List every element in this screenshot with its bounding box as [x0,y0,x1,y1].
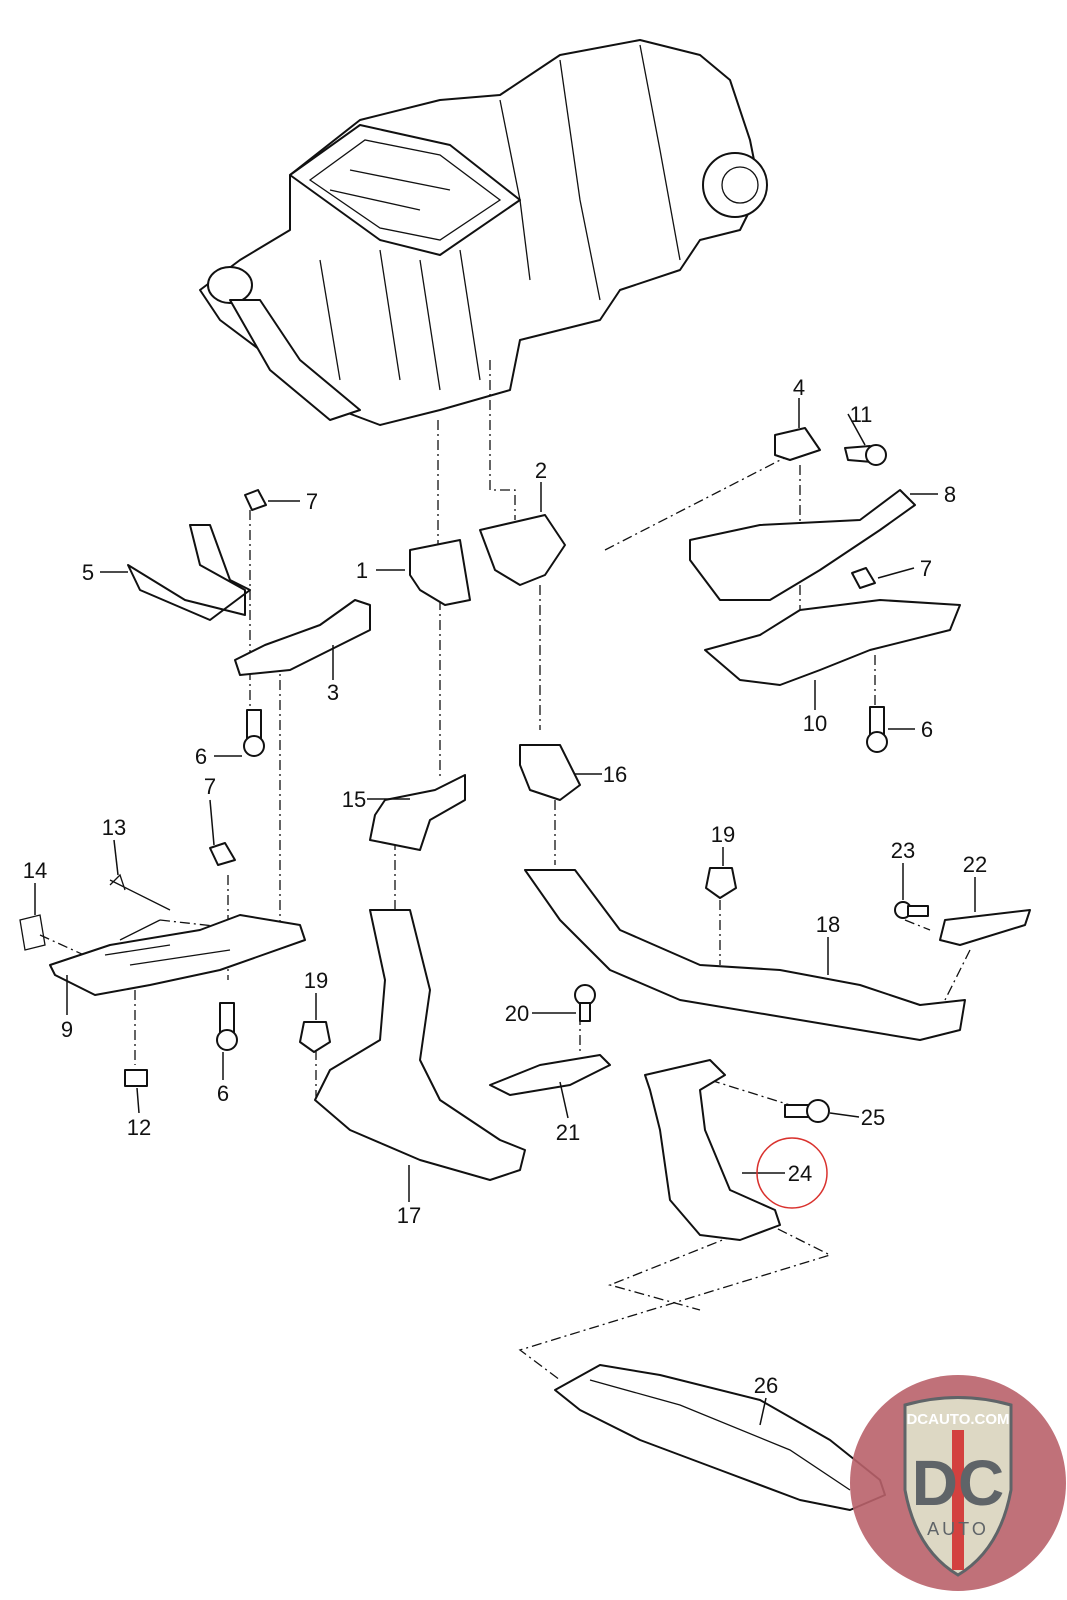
callout-14: 14 [23,858,47,883]
part-4-bracket [774,427,821,461]
callout-13: 13 [102,815,126,840]
svg-text:AUTO: AUTO [927,1519,989,1539]
highlight-circle [756,1137,828,1209]
callout-8: 8 [944,482,956,507]
callout-leaders [34,398,976,1426]
part-3-duct [234,599,371,676]
part-17-duct [314,909,526,1181]
part-10-duct [704,599,961,686]
callout-23: 23 [891,838,915,863]
callout-19: 19 [304,968,328,993]
callout-labels: 1 2 3 4 5 6 6 6 7 7 7 8 9 10 11 12 13 14… [23,375,987,1398]
callout-25: 25 [861,1105,885,1130]
callout-16: 16 [603,762,627,787]
callout-10: 10 [803,711,827,736]
callout-6: 6 [195,744,207,769]
callout-6: 6 [217,1081,229,1106]
dcauto-logo: DCAUTO.COM DC AUTO [850,1375,1066,1591]
part-15-duct [369,774,466,851]
part-26-duct [554,1364,886,1511]
callout-7: 7 [204,774,216,799]
callout-21: 21 [556,1120,580,1145]
fasteners [19,444,929,1123]
callout-1: 1 [356,558,368,583]
callout-11: 11 [850,402,873,427]
callout-19: 19 [711,822,735,847]
callout-9: 9 [61,1017,73,1042]
callout-22: 22 [963,852,987,877]
svg-text:DC: DC [912,1447,1004,1519]
part-9-panel [49,914,306,996]
part-22-bracket [939,909,1031,946]
callout-17: 17 [397,1203,421,1228]
callout-3: 3 [327,680,339,705]
callout-6: 6 [921,717,933,742]
callout-7: 7 [306,489,318,514]
part-18-duct [524,869,966,1041]
part-5-bracket [127,524,251,621]
callout-4: 4 [793,375,805,400]
callout-15: 15 [342,787,366,812]
callout-7: 7 [920,556,932,581]
part-24-duct [644,1059,781,1241]
hvac-unit [199,39,768,426]
callout-2: 2 [535,458,547,483]
part-2-duct [479,514,566,586]
callout-12: 12 [127,1115,151,1140]
callout-24: 24 [788,1161,812,1186]
callout-18: 18 [816,912,840,937]
part-1-duct [409,539,471,606]
part-8-duct [689,489,916,601]
callout-5: 5 [82,560,94,585]
part-shapes [19,427,1031,1511]
part-16-duct [519,744,581,801]
part-21-bracket [489,1054,611,1096]
callout-20: 20 [505,1001,529,1026]
svg-text:DCAUTO.COM: DCAUTO.COM [906,1411,1009,1428]
callout-26: 26 [754,1373,778,1398]
